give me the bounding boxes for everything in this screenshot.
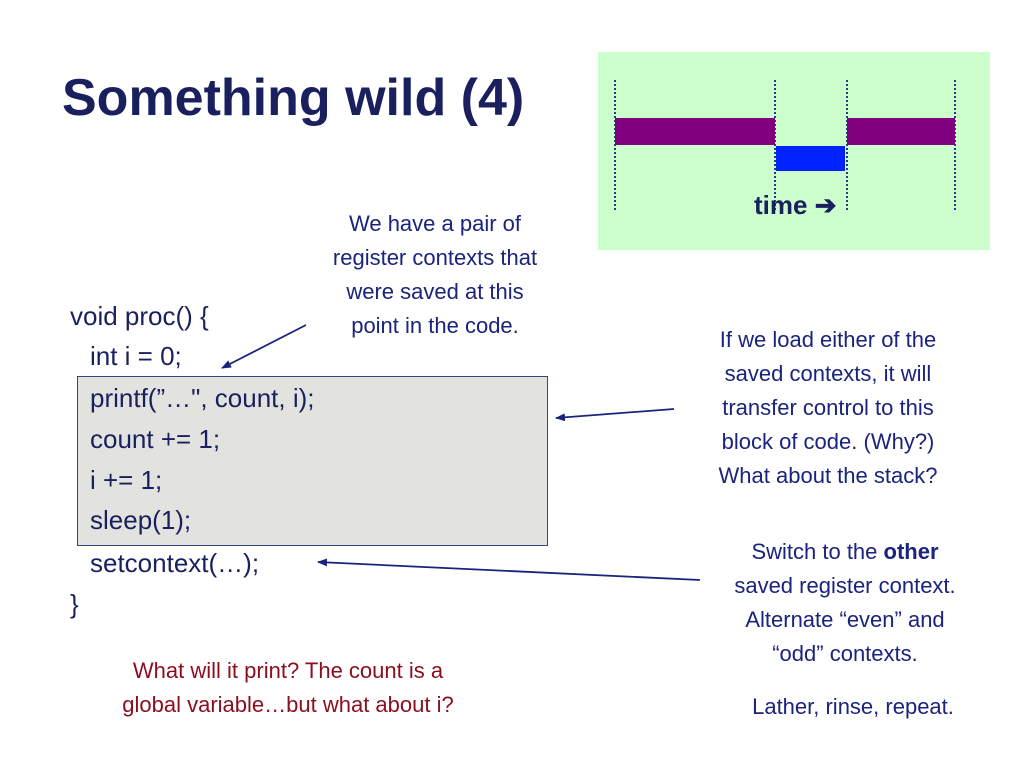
code-line-close: } (70, 589, 79, 619)
note-line: were saved at this (346, 279, 524, 304)
note-repeat: Lather, rinse, repeat. (752, 694, 954, 719)
timeline-tick (774, 80, 776, 210)
note-line: What about the stack? (718, 463, 938, 488)
note-load-contexts: If we load either of the saved contexts,… (668, 323, 988, 493)
code-line-init: int i = 0; (90, 341, 182, 371)
note-line: “odd” contexts. (772, 641, 918, 666)
note-saved-contexts: We have a pair of register contexts that… (296, 207, 574, 343)
timeline-tick (614, 80, 616, 210)
context-run-bar (847, 118, 955, 145)
note-text: Switch to the (751, 539, 884, 564)
note-line: If we load either of the (719, 327, 937, 352)
code-line-setcontext: setcontext(…); (90, 548, 260, 578)
code-line: count += 1; (90, 424, 221, 454)
context-run-bar (615, 118, 775, 145)
question-line: What will it print? The count is a (132, 658, 444, 683)
code-highlight-box (77, 376, 548, 546)
context-switch-bar (776, 146, 845, 171)
time-label-text: time (754, 190, 808, 220)
note-emphasis: other (883, 539, 939, 564)
note-line: saved register context. (734, 573, 956, 598)
timeline-tick (954, 80, 956, 210)
timeline-tick (846, 80, 848, 210)
note-line: Alternate “even” and (745, 607, 945, 632)
note-line: Switch to the other (690, 535, 1000, 569)
note-line: block of code. (Why?) (721, 429, 935, 454)
note-switch-context: Switch to the other saved register conte… (690, 535, 1000, 671)
arrow-to-setcontext (317, 558, 701, 581)
arrow-to-code-block (555, 408, 675, 422)
right-arrow-icon: ➔ (814, 190, 837, 220)
code-line-header: void proc() { (70, 301, 209, 331)
slide-title: Something wild (4) (62, 69, 525, 127)
note-line: transfer control to this (722, 395, 934, 420)
timeline-panel: time ➔ (598, 52, 990, 250)
code-line: sleep(1); (90, 505, 192, 535)
note-line: saved contexts, it will (724, 361, 932, 386)
note-line: point in the code. (351, 313, 519, 338)
time-axis-label: time ➔ (754, 190, 837, 221)
note-line: register contexts that (332, 245, 538, 270)
code-line: i += 1; (90, 465, 163, 495)
question-line: global variable…but what about i? (122, 692, 454, 717)
question-note: What will it print? The count is a globa… (68, 654, 508, 722)
note-line: We have a pair of (348, 211, 522, 236)
arrow-to-init-line (221, 324, 307, 369)
code-line: printf(”…", count, i); (90, 383, 315, 413)
